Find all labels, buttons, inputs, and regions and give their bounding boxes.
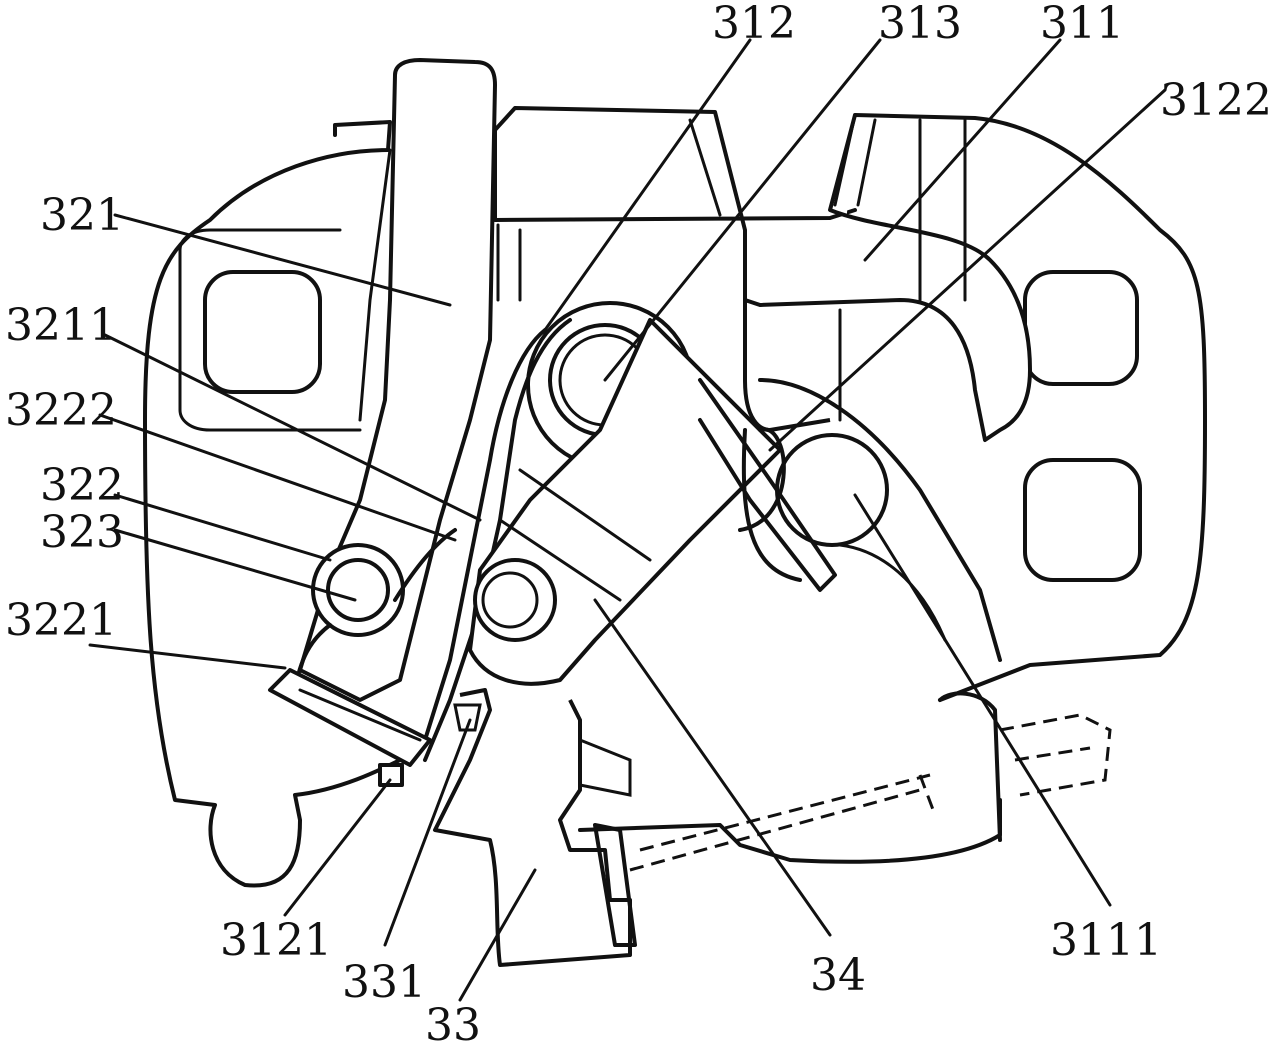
roller-arm (758, 378, 1002, 662)
lever-321 (298, 58, 497, 702)
roller-housing (738, 427, 802, 582)
leader-311 (863, 38, 1062, 262)
label-322: 322 (40, 460, 124, 511)
roller-arm-inner (838, 543, 947, 642)
label-3211: 3211 (5, 300, 117, 351)
bracket-33 (433, 688, 632, 967)
leader-3211 (103, 333, 482, 522)
label-33: 33 (425, 1000, 481, 1048)
leader-331 (383, 718, 472, 947)
pawl-pivot-inner (481, 571, 539, 629)
leader-lines (88, 38, 1167, 1002)
leader-3121 (283, 778, 392, 917)
label-3121: 3121 (220, 915, 332, 966)
lower-rail-top (938, 691, 1002, 842)
leader-321 (113, 213, 452, 307)
bracket-331-tab (453, 703, 632, 797)
spring-leg-inner (423, 318, 572, 762)
leader-3111 (853, 493, 1112, 907)
upper-block-rib (496, 118, 722, 302)
label-323: 323 (40, 507, 124, 558)
leader-313 (603, 38, 882, 382)
leader-3222 (98, 413, 457, 542)
label-331: 331 (342, 957, 426, 1008)
lever-pivot-323 (326, 558, 390, 622)
leader-33 (458, 868, 537, 1002)
pawl-34-rib (498, 468, 652, 602)
leader-322 (113, 493, 332, 562)
housing-outline (143, 120, 402, 888)
label-3122: 3122 (1160, 75, 1272, 126)
leader-312 (543, 38, 752, 332)
left-window (203, 270, 322, 394)
right-window-lower (1023, 458, 1142, 582)
striker-guide (698, 378, 837, 592)
catch-311-rib (833, 113, 967, 422)
label-3222: 3222 (5, 385, 117, 436)
leader-3122 (768, 88, 1167, 452)
phantom-rail (629, 773, 937, 872)
label-311: 311 (1040, 0, 1124, 49)
leader-3221 (88, 643, 287, 670)
label-34: 34 (810, 950, 866, 1001)
pawl-pivot (473, 558, 557, 642)
lower-rail (578, 798, 1002, 864)
striker-roller-3111 (775, 433, 889, 547)
label-3221: 3221 (5, 595, 117, 646)
right-window-upper (1023, 270, 1139, 386)
phantom-catch (999, 713, 1112, 797)
label-313: 313 (878, 0, 962, 49)
label-312: 312 (712, 0, 796, 49)
lever-tab-3121 (378, 763, 404, 787)
housing-right-outline (853, 113, 1207, 702)
lever-321-edge (358, 148, 392, 422)
spring-leg (423, 328, 547, 742)
label-3111: 3111 (1050, 915, 1162, 966)
catch-311 (743, 114, 1032, 442)
leader-34 (593, 598, 832, 937)
lever-base-hatch (298, 688, 422, 742)
leader-323 (113, 528, 357, 602)
label-321: 321 (40, 190, 124, 241)
